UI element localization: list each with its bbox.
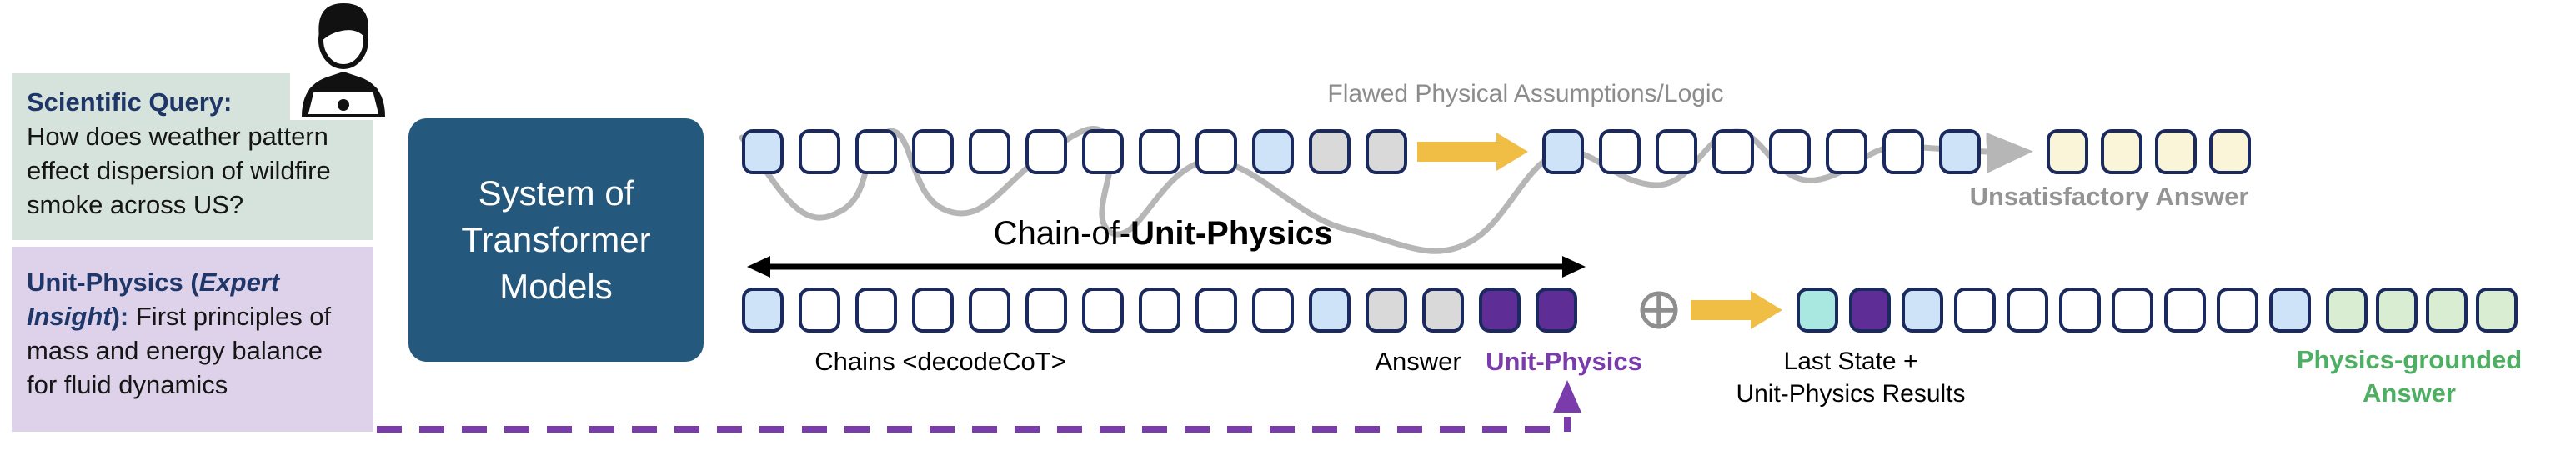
unit-physics-feedback-dashed-line (377, 380, 1581, 432)
unsatisfactory-answer-tokens (2047, 129, 2251, 174)
top-yellow-arrow-body (1417, 142, 1496, 162)
token-white (1252, 288, 1294, 332)
user-icon-backing (290, 0, 397, 120)
person-laptop-icon (302, 3, 385, 117)
token-white (1599, 129, 1641, 174)
insight-title-prefix: Unit-Physics ( (27, 268, 199, 297)
token-lightblue (2269, 288, 2311, 332)
token-gray (1366, 288, 1407, 332)
flawed-assumptions-label: Flawed Physical Assumptions/Logic (1327, 80, 1724, 108)
token-white (1139, 288, 1180, 332)
token-lightblue (1902, 288, 1943, 332)
chain-title-bold: Unit-Physics (1130, 215, 1333, 252)
top-yellow-arrow (1417, 132, 1528, 171)
token-white (855, 288, 897, 332)
token-lightblue (1939, 129, 1981, 174)
token-cream (2155, 129, 2197, 174)
insight-title-suffix: ): (111, 302, 136, 331)
physics-grounded-answer-label: Physics-grounded Answer (2251, 343, 2568, 410)
token-white (969, 129, 1010, 174)
unsatisfactory-answer-label: Unsatisfactory Answer (1969, 182, 2249, 211)
chain-extent-double-arrow (747, 256, 1586, 278)
token-white (1025, 288, 1067, 332)
token-green (2376, 288, 2418, 332)
physics-grounded-answer-tokens (2326, 288, 2518, 332)
circled-plus-icon (1640, 291, 1678, 329)
token-cream (2101, 129, 2142, 174)
token-cream (2209, 129, 2251, 174)
token-lightblue (1542, 129, 1584, 174)
token-gray (1309, 129, 1351, 174)
token-lightblue (742, 129, 784, 174)
system-box-label: System of Transformer Models (461, 173, 651, 306)
token-lightblue (1252, 129, 1294, 174)
token-white (912, 288, 954, 332)
token-green (2326, 288, 2368, 332)
unit-physics-insight-panel: Unit-Physics (Expert Insight): First pri… (12, 247, 373, 432)
token-white (2007, 288, 2048, 332)
token-white (799, 288, 840, 332)
token-purple (1479, 288, 1521, 332)
token-lightblue (1309, 288, 1351, 332)
bottom-yellow-arrow-head (1751, 291, 1782, 329)
token-white (1082, 288, 1124, 332)
token-white (1082, 129, 1124, 174)
token-white (1826, 129, 1867, 174)
unit-physics-label: Unit-Physics (1486, 347, 1642, 376)
token-white (1712, 129, 1754, 174)
chain-of-unit-physics-title: Chain-of-Unit-Physics (896, 215, 1430, 252)
flawed-reasoning-squiggle (739, 126, 2033, 254)
token-gray (1366, 129, 1407, 174)
token-gray (1422, 288, 1464, 332)
token-white (1882, 129, 1924, 174)
scientific-query-body: How does weather pattern effect dispersi… (27, 122, 331, 219)
token-purple (1536, 288, 1577, 332)
token-white (969, 288, 1010, 332)
token-white (1139, 129, 1180, 174)
token-white (2059, 288, 2101, 332)
token-purple (1849, 288, 1891, 332)
scientific-query-title: Scientific Query: (27, 88, 233, 117)
last-state-line1: Last State + (1783, 348, 1918, 375)
token-white (799, 129, 840, 174)
chain-token-row (742, 288, 1577, 332)
token-white (855, 129, 897, 174)
token-cream (2047, 129, 2088, 174)
insight-title-italic: Expert Insight (27, 268, 280, 331)
token-white (1954, 288, 1996, 332)
last-state-line2: Unit-Physics Results (1736, 380, 1966, 408)
token-green (2476, 288, 2518, 332)
token-white (2112, 288, 2153, 332)
physics-grounded-line1: Physics-grounded (2296, 345, 2523, 374)
token-white (1025, 129, 1067, 174)
top-token-row-after-arrow (1542, 129, 1981, 174)
last-state-result-tokens (1797, 288, 2311, 332)
chains-decodecot-label: Chains <decodeCoT> (814, 347, 1066, 376)
token-white (1195, 129, 1237, 174)
top-yellow-arrow-head (1496, 132, 1528, 171)
last-state-label: Last State + Unit-Physics Results (1692, 345, 2009, 410)
token-green (2426, 288, 2468, 332)
token-white (2217, 288, 2258, 332)
bottom-yellow-arrow (1691, 291, 1782, 329)
token-white (912, 129, 954, 174)
token-teal (1797, 288, 1838, 332)
token-white (2164, 288, 2206, 332)
token-white (1656, 129, 1697, 174)
token-white (1769, 129, 1811, 174)
insight-body: First principles of mass and energy bala… (27, 302, 332, 399)
token-white (1195, 288, 1237, 332)
token-lightblue (742, 288, 784, 332)
chain-title-regular: Chain-of- (993, 215, 1131, 252)
answer-label: Answer (1375, 347, 1461, 376)
system-of-transformer-models-box: System of Transformer Models (408, 118, 704, 362)
bottom-yellow-arrow-body (1691, 300, 1751, 320)
physics-grounded-line2: Answer (2363, 378, 2456, 408)
top-token-row-before-arrow (742, 129, 1407, 174)
